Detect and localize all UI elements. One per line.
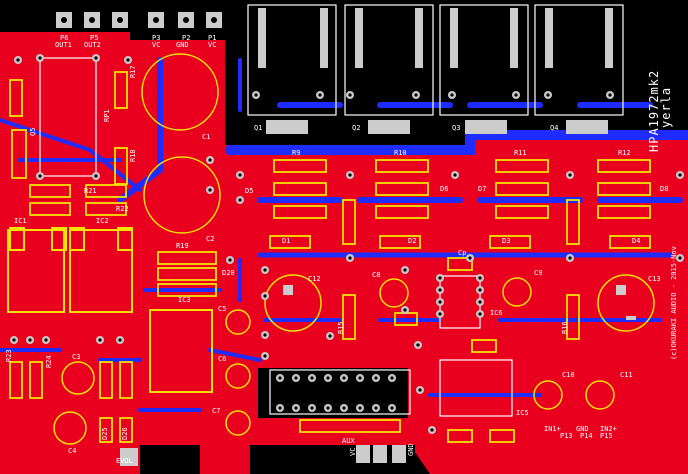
power-transistor-outlines	[247, 4, 624, 116]
resistor-outlines	[9, 71, 651, 443]
regulator-outlines	[7, 227, 213, 393]
vias	[10, 54, 684, 434]
electrolytic-capacitors	[53, 53, 655, 445]
copper-bottom-traces	[0, 57, 688, 412]
transistor-pins	[266, 120, 608, 134]
